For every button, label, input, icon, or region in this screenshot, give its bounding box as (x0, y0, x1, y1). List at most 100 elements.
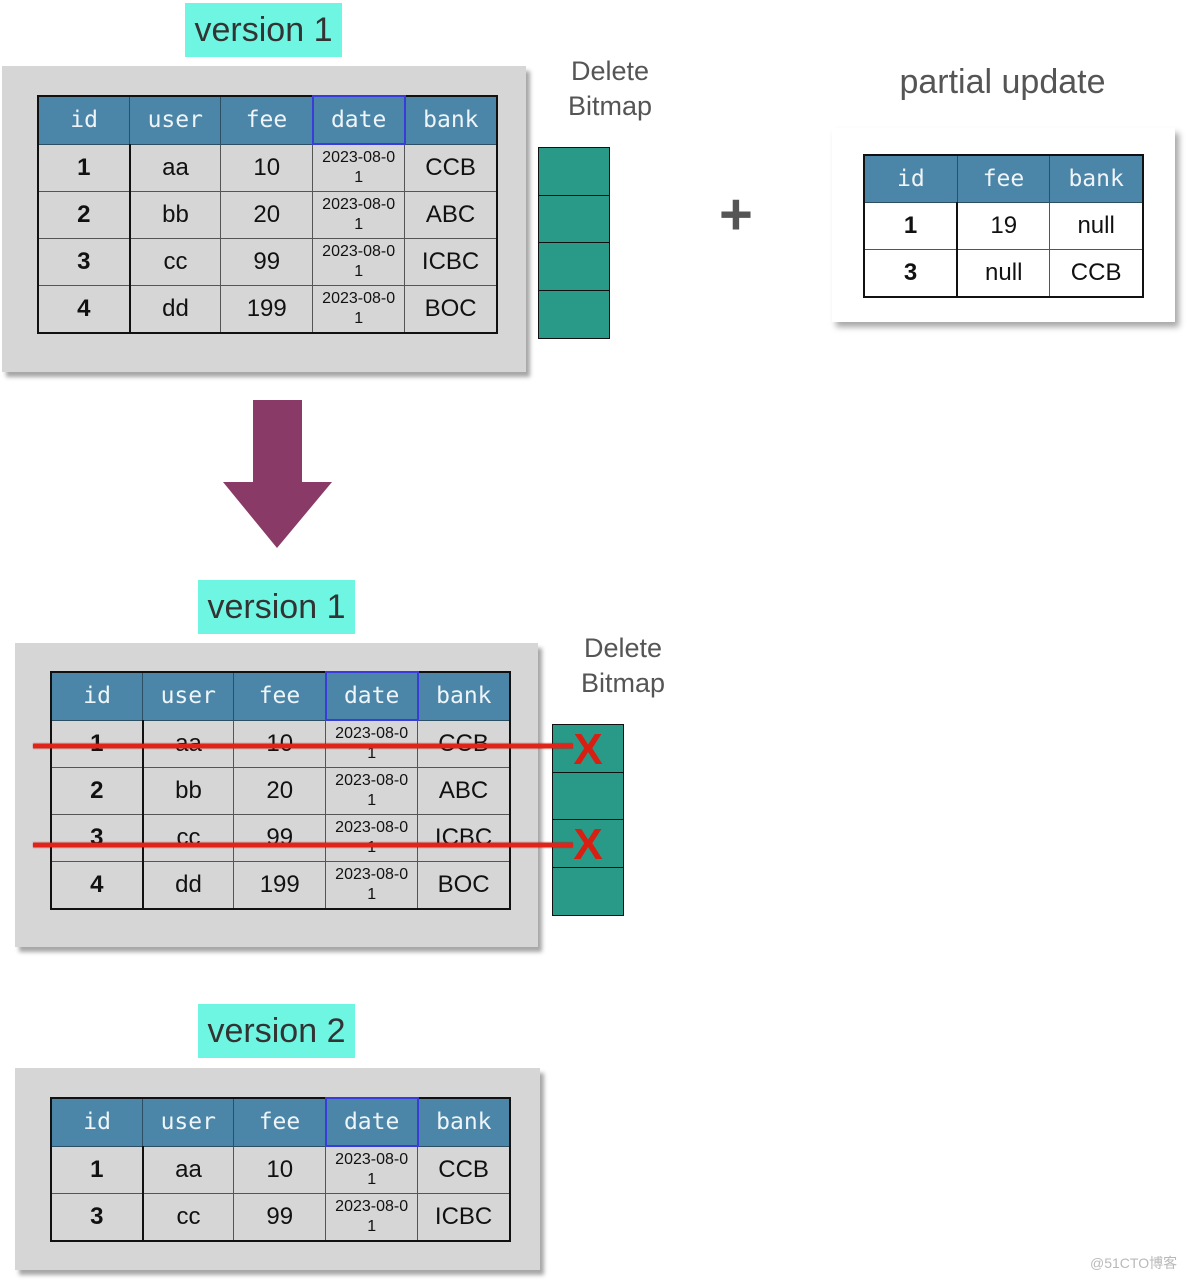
cell-id: 1 (863, 202, 959, 250)
cell-id: 1 (50, 1145, 144, 1194)
cell-id: 4 (37, 285, 131, 334)
cell-id: 3 (50, 814, 144, 862)
delete-bitmap-title-middle: Delete Bitmap (580, 633, 666, 698)
cell-user: bb (129, 191, 222, 239)
cell-user: cc (142, 1193, 235, 1242)
column-header-date: date (324, 1097, 419, 1147)
plus-icon: + (719, 182, 753, 247)
bitmap-cell (538, 194, 610, 244)
column-header-bank: bank (417, 671, 511, 721)
delete-bitmap-title-top: Delete Bitmap (567, 56, 653, 121)
cell-bank: CCB (404, 143, 498, 192)
cell-user: aa (129, 143, 222, 192)
column-header-id: id (50, 1097, 144, 1147)
cell-fee: 199 (233, 861, 327, 910)
cell-user: aa (142, 1145, 235, 1194)
column-header-fee: fee (233, 1097, 327, 1147)
cell-id: 2 (50, 767, 144, 815)
cell-date: 2023-08-01 (312, 191, 406, 239)
strike-line-row-1 (33, 744, 573, 748)
cell-user: dd (142, 861, 235, 910)
cell-bank: ICBC (417, 1193, 511, 1242)
cell-fee: 10 (220, 143, 314, 192)
delete-bitmap-top (538, 147, 610, 339)
cell-bank: BOC (417, 861, 511, 910)
column-header-bank: bank (1049, 154, 1144, 203)
bitmap-cell (538, 147, 610, 196)
bitmap-cell (538, 242, 610, 291)
cell-id: 2 (37, 191, 131, 239)
cell-id: 3 (37, 238, 131, 286)
cell-fee: 10 (233, 1145, 327, 1194)
cell-user: aa (142, 719, 235, 768)
cell-fee: null (956, 249, 1051, 298)
cell-date: 2023-08-01 (325, 814, 419, 862)
cell-id: 3 (863, 249, 959, 298)
column-header-user: user (129, 95, 222, 145)
column-header-id: id (37, 95, 131, 145)
table-panel-middle: iduserfeedatebank1aa102023-08-01CCB2bb20… (15, 643, 538, 947)
column-header-user: user (142, 1097, 235, 1147)
cell-bank: ABC (417, 767, 511, 815)
column-header-user: user (142, 671, 235, 721)
cell-bank: ABC (404, 191, 498, 239)
cell-bank: BOC (404, 285, 498, 334)
cell-date: 2023-08-01 (312, 238, 406, 286)
cell-fee: 19 (956, 202, 1051, 250)
cell-date: 2023-08-01 (312, 143, 406, 192)
cell-fee: 99 (233, 814, 327, 862)
delete-x-icon: X (573, 820, 603, 869)
column-header-id: id (863, 154, 958, 203)
cell-bank: null (1049, 202, 1144, 250)
table-version1-middle: iduserfeedatebank1aa102023-08-01CCB2bb20… (50, 671, 511, 910)
column-header-date: date (311, 95, 406, 145)
cell-date: 2023-08-01 (325, 1145, 419, 1194)
cell-date: 2023-08-01 (325, 861, 419, 910)
cell-bank: CCB (1049, 249, 1144, 298)
bitmap-cell (552, 771, 624, 821)
cell-fee: 20 (233, 767, 327, 815)
cell-bank: ICBC (417, 814, 511, 862)
column-header-id: id (50, 671, 144, 721)
bitmap-cell (538, 289, 610, 339)
cell-fee: 199 (220, 285, 314, 334)
cell-id: 1 (37, 143, 131, 192)
watermark: @51CTO博客 (1090, 1255, 1178, 1271)
cell-date: 2023-08-01 (325, 1193, 419, 1242)
cell-date: 2023-08-01 (325, 767, 419, 815)
cell-user: cc (142, 814, 235, 862)
cell-user: dd (129, 285, 222, 334)
cell-bank: ICBC (404, 238, 498, 286)
cell-fee: 99 (233, 1193, 327, 1242)
cell-bank: CCB (417, 719, 511, 768)
version-label-middle: version 1 (198, 580, 355, 634)
strike-line-row-3 (33, 843, 573, 847)
column-header-fee: fee (220, 95, 314, 145)
cell-id: 3 (50, 1193, 144, 1242)
version-label-top: version 1 (185, 3, 342, 57)
delete-x-icon: X (573, 725, 603, 774)
version-label-bottom: version 2 (198, 1004, 355, 1058)
bitmap-cell: X (552, 724, 624, 774)
column-header-fee: fee (956, 154, 1051, 203)
